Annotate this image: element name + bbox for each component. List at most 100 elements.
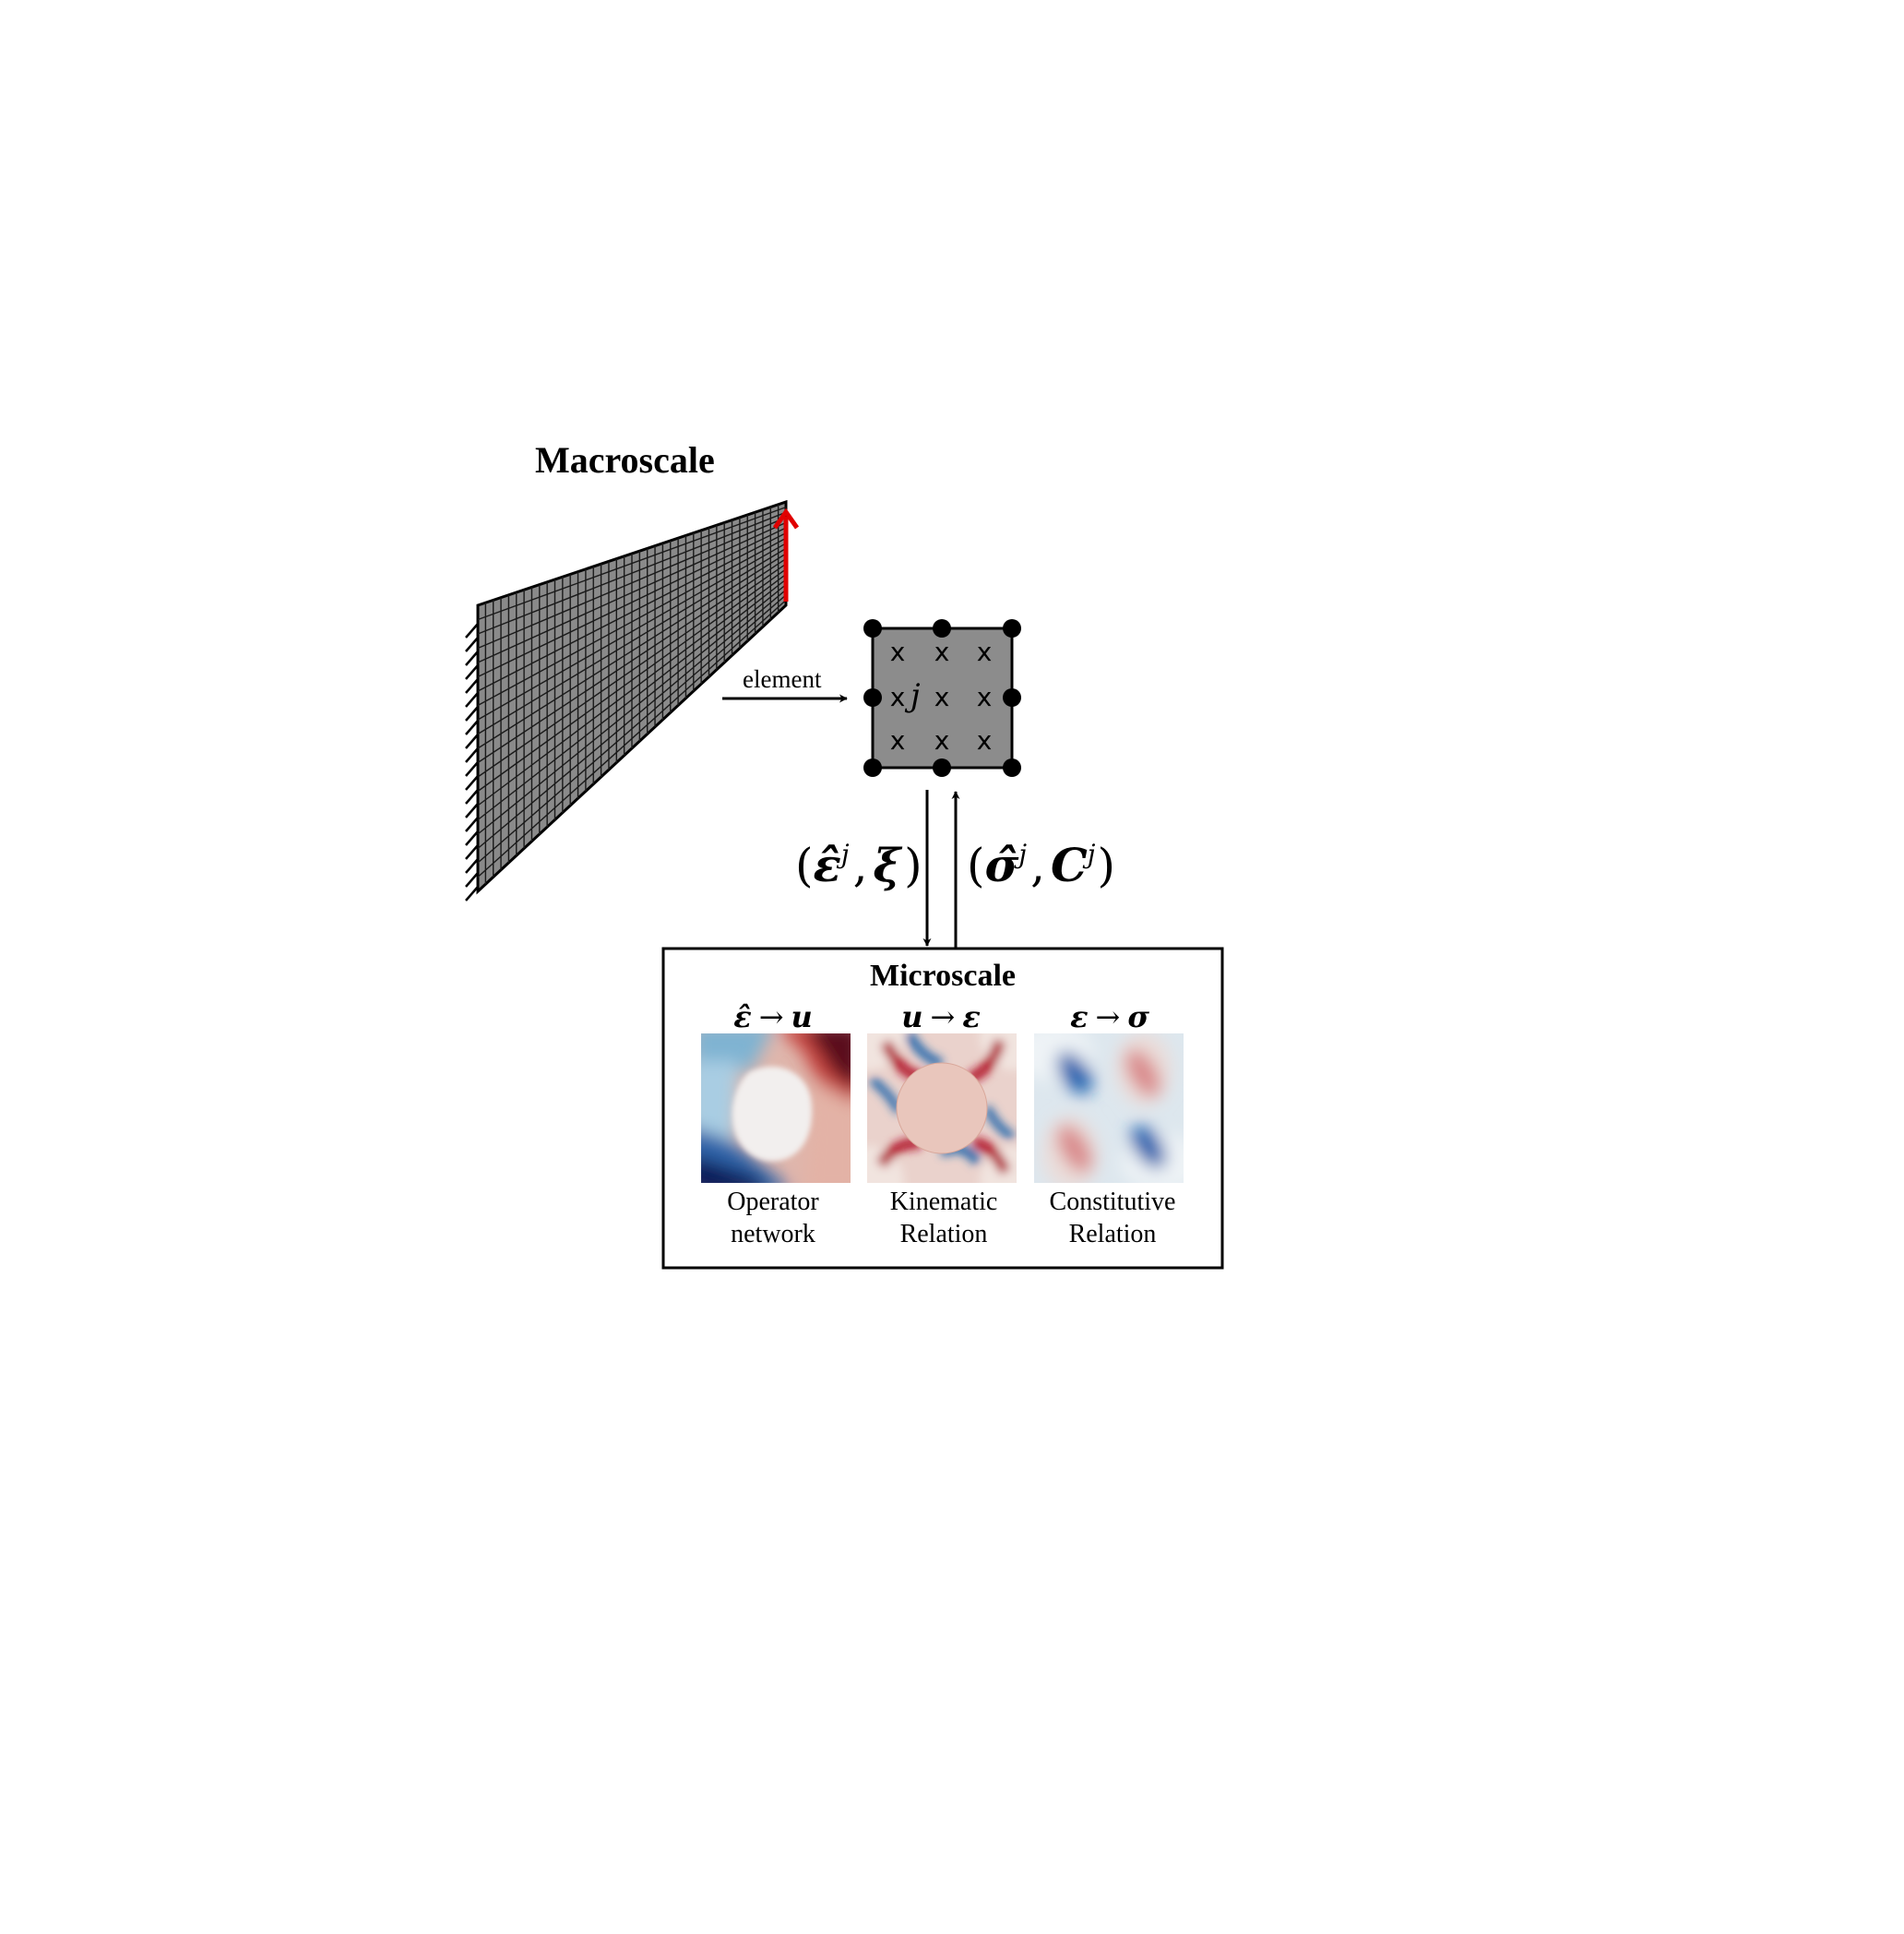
gauss-point-mark: x <box>977 682 993 712</box>
heading-to: σ <box>1127 999 1149 1034</box>
mesh-line-horizontal <box>477 584 787 835</box>
hatch-line <box>465 651 479 666</box>
load-arrow-icon <box>772 507 800 602</box>
hatch-line <box>465 761 479 777</box>
mesh-line-horizontal <box>477 579 787 821</box>
hatch-line <box>465 664 479 680</box>
tangent-symbol: C <box>1051 838 1088 892</box>
gauss-point-mark: x <box>977 725 993 756</box>
panel-3-label-line-1: Constitutive <box>1050 1188 1176 1216</box>
hatch-line <box>465 678 479 694</box>
mesh-line-horizontal <box>477 573 787 806</box>
panel-2-label-line-1: Kinematic <box>890 1188 998 1216</box>
hatch-line <box>465 817 479 832</box>
mesh-line-horizontal <box>477 553 787 749</box>
hatch-line <box>465 803 479 818</box>
hatch-line <box>465 623 479 639</box>
element-node <box>863 688 882 707</box>
heading-to: u <box>791 999 813 1034</box>
paren-open: ( <box>795 839 814 892</box>
heading-from: ε̂ <box>733 999 751 1034</box>
heading-arrow: → <box>759 999 784 1034</box>
element-node <box>1003 619 1021 638</box>
mesh-line-horizontal <box>477 531 787 692</box>
mesh-line-horizontal <box>477 547 787 735</box>
hatch-line <box>465 692 479 708</box>
stress-hat-symbol: σ̂ <box>985 838 1019 892</box>
heading-arrow: → <box>1096 999 1121 1034</box>
heading-from: u <box>901 999 922 1034</box>
paren-close: ) <box>1097 839 1115 892</box>
fixed-support-icon <box>465 623 479 901</box>
hatch-line <box>465 747 479 763</box>
panel-1-heading: ε̂→u <box>733 999 813 1034</box>
mesh-grid-lines <box>477 504 787 885</box>
element-node <box>1003 688 1021 707</box>
constitutive-relation-field-image <box>1034 1033 1184 1183</box>
mesh-line-horizontal <box>477 594 787 864</box>
gauss-point-mark: x <box>977 637 993 667</box>
gauss-point-mark: x <box>934 725 950 756</box>
gauss-point-mark: x <box>934 637 950 667</box>
microscale-title: Microscale <box>870 959 1016 993</box>
hatch-line <box>465 872 479 888</box>
mesh-line-horizontal <box>477 521 787 663</box>
panel-1-label-line-1: Operator <box>727 1188 819 1216</box>
comma: , <box>853 839 868 892</box>
element-square <box>871 627 1014 770</box>
upward-pair-label: (σ̂j,Cj) <box>967 838 1115 892</box>
paren-open: ( <box>967 839 985 892</box>
hatch-line <box>465 830 479 846</box>
hatch-line <box>465 775 479 791</box>
element-node <box>933 619 951 638</box>
strain-hat-symbol: ε̂ <box>814 838 841 892</box>
panel-3-heading: ε→σ <box>1070 999 1149 1034</box>
panel-2-label-line-2: Relation <box>900 1220 988 1248</box>
heading-from: ε <box>1070 999 1088 1034</box>
heading-arrow: → <box>931 999 956 1034</box>
gauss-point-mark: x <box>890 637 906 667</box>
operator-network-field-image <box>701 1033 851 1183</box>
macroscale-title: Macroscale <box>535 439 715 481</box>
mesh-line-horizontal <box>477 543 787 721</box>
kinematic-relation-field-image <box>867 1033 1017 1183</box>
gauss-point-mark: x <box>890 725 906 756</box>
mesh-line-horizontal <box>477 568 787 793</box>
hatch-line <box>465 637 479 652</box>
mesh-line-horizontal <box>477 558 787 764</box>
downward-pair-label: (ε̂j,ξ) <box>795 838 922 892</box>
hatch-line <box>465 734 479 749</box>
hatch-line <box>465 858 479 874</box>
element-node <box>933 758 951 777</box>
mesh-line-horizontal <box>477 517 787 650</box>
hatch-line <box>465 844 479 860</box>
comma: , <box>1030 839 1045 892</box>
gauss-point-mark: x <box>934 682 950 712</box>
paren-close: ) <box>904 839 922 892</box>
panel-3-label-line-2: Relation <box>1069 1220 1157 1248</box>
macro-beam-mesh <box>476 499 788 895</box>
panel-1-label-line-2: network <box>731 1220 815 1248</box>
element-node <box>863 619 882 638</box>
element-nodes <box>863 619 1021 777</box>
mesh-line-horizontal <box>477 527 787 678</box>
hatch-line <box>465 886 479 901</box>
hatch-line <box>465 789 479 805</box>
element-arrow-label: element <box>743 665 822 693</box>
mesh-line-horizontal <box>477 537 787 707</box>
mesh-line-horizontal <box>477 511 787 635</box>
mesh-line-horizontal <box>477 599 787 878</box>
mesh-line-horizontal <box>477 506 787 621</box>
mesh-line-horizontal <box>477 563 787 778</box>
gauss-point-mark: x <box>890 682 906 712</box>
hatch-line <box>465 706 479 722</box>
element-node <box>1003 758 1021 777</box>
panel-2-heading: u →ε <box>901 999 981 1034</box>
element-node <box>863 758 882 777</box>
xi-symbol: ξ <box>874 838 903 892</box>
heading-to: ε <box>962 999 980 1034</box>
hatch-line <box>465 720 479 735</box>
